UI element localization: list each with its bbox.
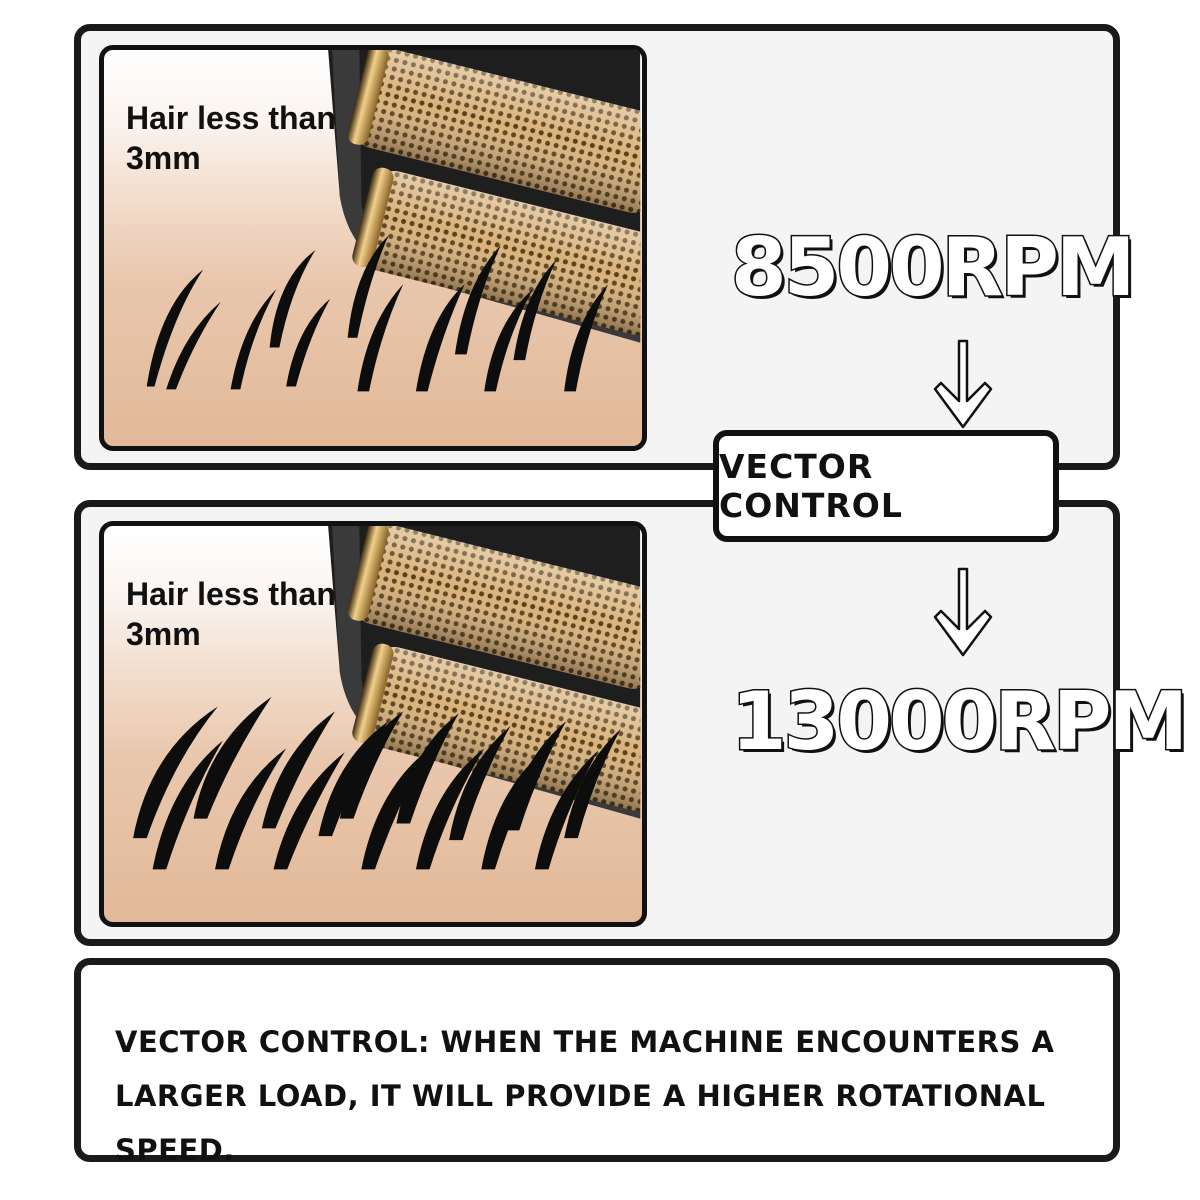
vector-control-label: VECTOR CONTROL (719, 447, 903, 525)
arrow-down-icon (933, 339, 993, 429)
photo-caption: Hair less than 3mm (126, 576, 336, 652)
shaver-photo-dense-hair: Hair less than 3mm (99, 521, 647, 927)
shaver-foil-illustration (146, 50, 642, 392)
shaver-photo-short-hair: Hair less than 3mm (99, 45, 647, 451)
top-comparison-panel: Hair less than 3mm 8500RPM (74, 24, 1138, 470)
hair-strands-illustration (133, 696, 621, 870)
rpm-value-high: 13000RPM (730, 674, 1190, 770)
arrow-down-icon (933, 567, 993, 657)
photo-caption: Hair less than 3mm (126, 100, 336, 176)
vector-control-badge: VECTOR CONTROL (713, 430, 1059, 542)
explanation-panel: VECTOR CONTROL: WHEN THE MACHINE ENCOUNT… (74, 958, 1120, 1167)
middle-comparison-panel: Hair less than 3mm 13000RPM (74, 500, 1190, 946)
rpm-value-low: 8500RPM (730, 220, 1138, 316)
shaver-foil-illustration (133, 526, 642, 870)
hair-strands-illustration (146, 235, 609, 392)
explanation-text: VECTOR CONTROL: WHEN THE MACHINE ENCOUNT… (115, 1025, 1055, 1167)
